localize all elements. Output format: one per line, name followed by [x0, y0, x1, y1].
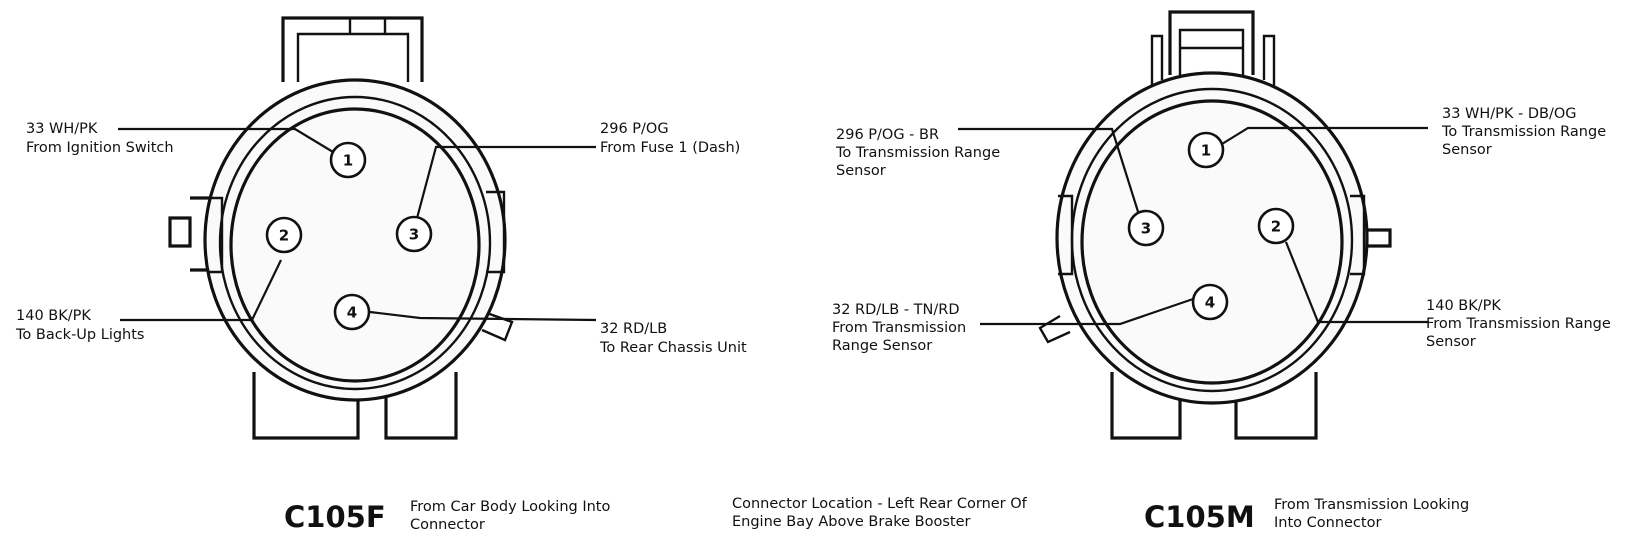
wire-description: Range Sensor [832, 338, 932, 354]
wire-description: To Transmission Range [835, 145, 1000, 161]
c105m-label-pin-2: 140 BK/PK From Transmission Range Sensor [1426, 298, 1611, 350]
wire-description: From Transmission Range [1426, 316, 1611, 332]
wire-description: Sensor [836, 163, 886, 179]
c105f-middle-ring [218, 95, 492, 391]
connector-title: C105F [284, 500, 386, 534]
caption-c105m: C105M From Transmission Looking Into Con… [1144, 497, 1469, 534]
c105m-left-rib [1058, 194, 1074, 276]
c105f-left-rib [208, 196, 224, 274]
pin-number: 1 [1201, 142, 1211, 160]
c105f-bottom-foot-right [384, 372, 458, 440]
c105m-top-latch [1168, 10, 1255, 75]
pin-number: 2 [1271, 218, 1281, 236]
pin-number: 4 [1205, 294, 1215, 312]
c105f-inner-ring [229, 107, 481, 383]
c105f-pin-3: 3 [395, 215, 433, 253]
wire-code: 140 BK/PK [16, 308, 91, 324]
pin-number: 4 [347, 304, 357, 322]
c105f-bottom-foot-left [252, 372, 360, 440]
c105m-left-tab [1038, 314, 1071, 344]
c105m-wire-2 [1284, 241, 1428, 324]
c105f-label-pin-4: 32 RD/LB To Rear Chassis Unit [599, 321, 747, 356]
c105m-bottom-foot-left [1110, 372, 1182, 440]
wire-description: From Fuse 1 (Dash) [600, 140, 740, 156]
c105f-top-latch-inner [296, 18, 410, 82]
pin-number: 1 [343, 152, 353, 170]
c105f-label-pin-1: 33 WH/PK From Ignition Switch [26, 121, 174, 156]
pin-number: 3 [1141, 220, 1151, 238]
connector-description: From Transmission Looking [1274, 497, 1469, 513]
c105m-top-latch-inner [1178, 28, 1245, 75]
c105f-wire-4 [369, 310, 597, 322]
c105m-right-key [1362, 228, 1392, 248]
location-note: Engine Bay Above Brake Booster [732, 514, 970, 530]
c105f-pin-2: 2 [265, 216, 303, 254]
c105m-label-pin-3: 296 P/OG - BR To Transmission Range Sens… [835, 127, 1000, 179]
caption-c105f: C105F From Car Body Looking Into Connect… [284, 499, 610, 534]
c105m-bottom-foot-right [1234, 372, 1318, 440]
connector-description: Connector [410, 517, 485, 533]
wire-code: 33 WH/PK - DB/OG [1442, 106, 1577, 122]
wire-description: To Back-Up Lights [15, 327, 144, 343]
wire-code: 140 BK/PK [1426, 298, 1501, 314]
c105f-wire-3 [414, 145, 596, 223]
location-note: Connector Location - Left Rear Corner Of [732, 496, 1028, 512]
caption-location: Connector Location - Left Rear Corner Of… [732, 496, 1028, 530]
connector-description: From Car Body Looking Into [410, 499, 610, 515]
c105m-outer-ring [1055, 71, 1369, 405]
wire-description: To Rear Chassis Unit [599, 340, 747, 356]
connector-c105m: 1 2 3 4 33 WH/PK - DB/OG To Transmission… [832, 10, 1611, 440]
c105m-wire-1 [1221, 126, 1428, 145]
wire-code: 296 P/OG [600, 121, 669, 137]
c105f-right-rib [486, 190, 506, 274]
c105f-right-tab [481, 310, 514, 342]
wire-description: To Transmission Range [1441, 124, 1606, 140]
c105m-wire-4 [980, 296, 1197, 326]
c105m-label-pin-4: 32 RD/LB - TN/RD From Transmission Range… [832, 302, 966, 354]
c105f-wire-2 [120, 259, 282, 322]
c105f-wire-1 [118, 127, 339, 156]
pin-number: 2 [279, 227, 289, 245]
c105m-pin-4: 4 [1191, 283, 1229, 321]
wire-code: 32 RD/LB - TN/RD [832, 302, 960, 318]
c105m-inner-ring [1080, 99, 1344, 385]
c105m-pin-3: 3 [1127, 209, 1165, 247]
connector-description: Into Connector [1274, 515, 1381, 531]
c105m-top-latch-arms [1150, 34, 1276, 88]
connector-c105f: 1 2 3 4 33 WH/PK From Ignition Switch 14… [15, 16, 747, 440]
pin-number: 3 [409, 226, 419, 244]
wire-code: 32 RD/LB [600, 321, 667, 337]
c105m-label-pin-1: 33 WH/PK - DB/OG To Transmission Range S… [1441, 106, 1606, 158]
c105m-wire-3 [958, 127, 1142, 219]
wire-description: Sensor [1442, 142, 1492, 158]
connector-title: C105M [1144, 500, 1255, 534]
wire-description: Sensor [1426, 334, 1476, 350]
c105f-pin-4: 4 [333, 293, 371, 331]
c105m-right-rib [1350, 194, 1366, 276]
c105m-pin-1: 1 [1187, 131, 1225, 169]
c105f-top-latch [281, 16, 424, 82]
wire-description: From Transmission [832, 320, 966, 336]
c105f-label-pin-2: 140 BK/PK To Back-Up Lights [15, 308, 144, 343]
c105m-pin-2: 2 [1257, 207, 1295, 245]
c105f-pin-1: 1 [329, 141, 367, 179]
c105f-label-pin-3: 296 P/OG From Fuse 1 (Dash) [600, 121, 740, 156]
wire-code: 296 P/OG - BR [836, 127, 939, 143]
wire-code: 33 WH/PK [26, 121, 98, 137]
wire-description: From Ignition Switch [26, 140, 174, 156]
